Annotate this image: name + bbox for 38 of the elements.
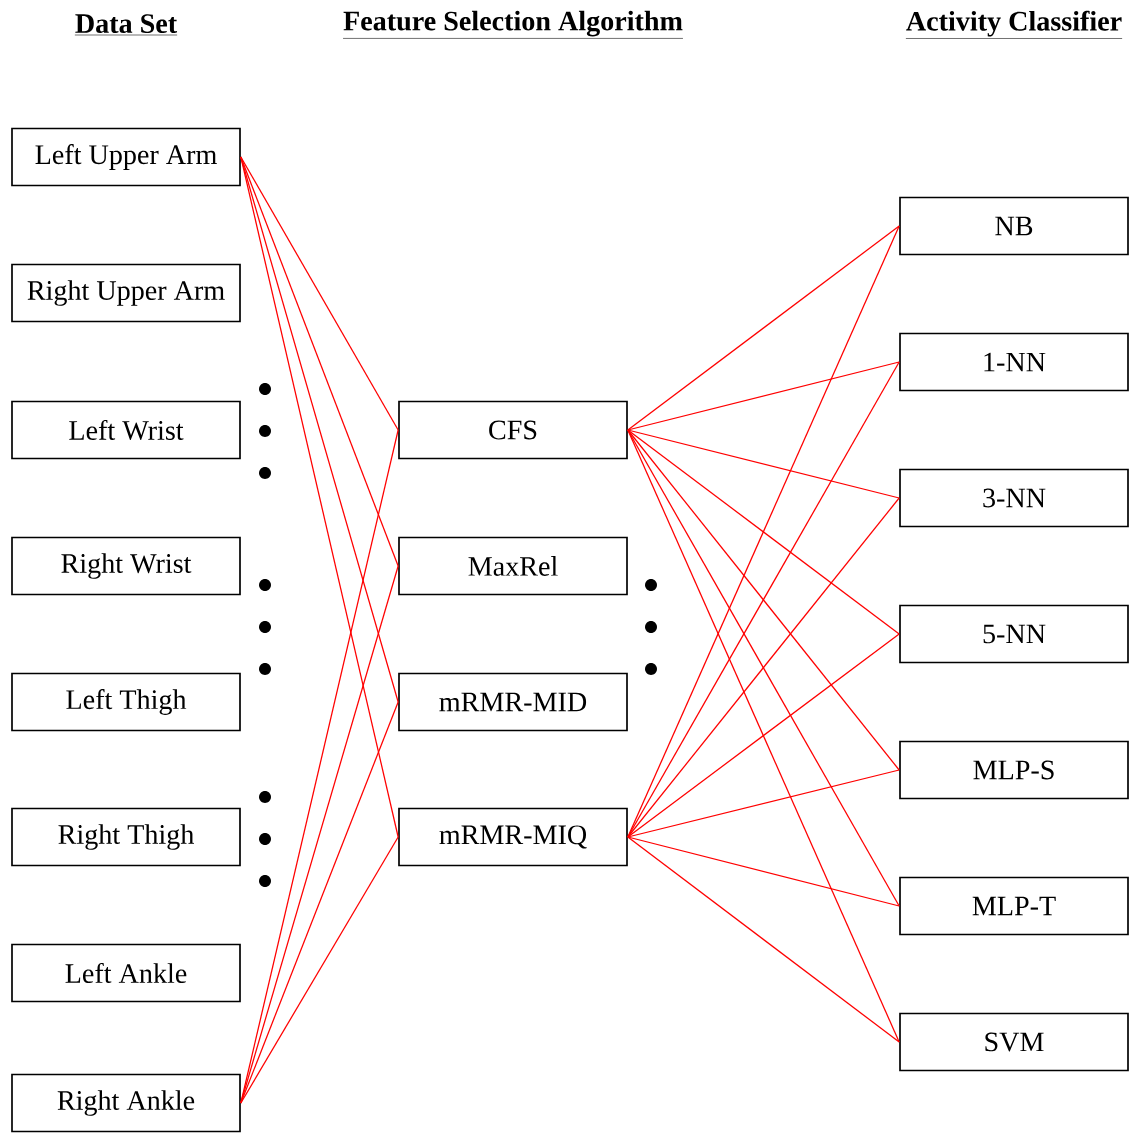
box: MLP-S xyxy=(899,740,1129,800)
box: 1-NN xyxy=(899,332,1129,392)
connector-line xyxy=(627,225,900,838)
connector-line xyxy=(240,156,399,431)
column-heading: Data Set xyxy=(74,14,178,36)
box: 3-NN xyxy=(899,468,1129,528)
box: SVM xyxy=(899,1012,1129,1072)
box: 5-NN xyxy=(899,604,1129,664)
connector-line xyxy=(240,701,399,1104)
connector-line xyxy=(240,836,399,1104)
connector-line xyxy=(627,497,900,838)
connector-line xyxy=(627,429,900,1043)
box: MaxRel xyxy=(398,536,628,596)
box: Right Wrist xyxy=(11,536,241,596)
box: Right Upper Arm xyxy=(11,263,241,323)
box: MLP-T xyxy=(899,876,1129,936)
column-heading: Feature Selection Algorithm xyxy=(342,10,684,39)
connector-line xyxy=(627,429,900,635)
connector-line xyxy=(240,156,399,838)
box: mRMR-MID xyxy=(398,672,628,732)
box: Left Wrist xyxy=(11,400,241,460)
box: Left Upper Arm xyxy=(11,127,241,187)
box: Right Ankle xyxy=(11,1073,241,1133)
connector-line xyxy=(627,429,900,771)
connector-line xyxy=(627,361,900,431)
connector-line xyxy=(627,429,900,499)
connector-line xyxy=(627,633,900,838)
connector-line xyxy=(627,225,900,431)
box: Right Thigh xyxy=(11,807,241,867)
box: Left Ankle xyxy=(11,943,241,1003)
box: NB xyxy=(899,196,1129,256)
connector-line xyxy=(627,836,900,907)
column-heading: Activity Classifier xyxy=(905,10,1123,39)
connector-line xyxy=(627,769,900,838)
box: mRMR-MIQ xyxy=(398,807,628,867)
connector-line xyxy=(627,836,900,1043)
box: CFS xyxy=(398,400,628,460)
box: Left Thigh xyxy=(11,672,241,732)
